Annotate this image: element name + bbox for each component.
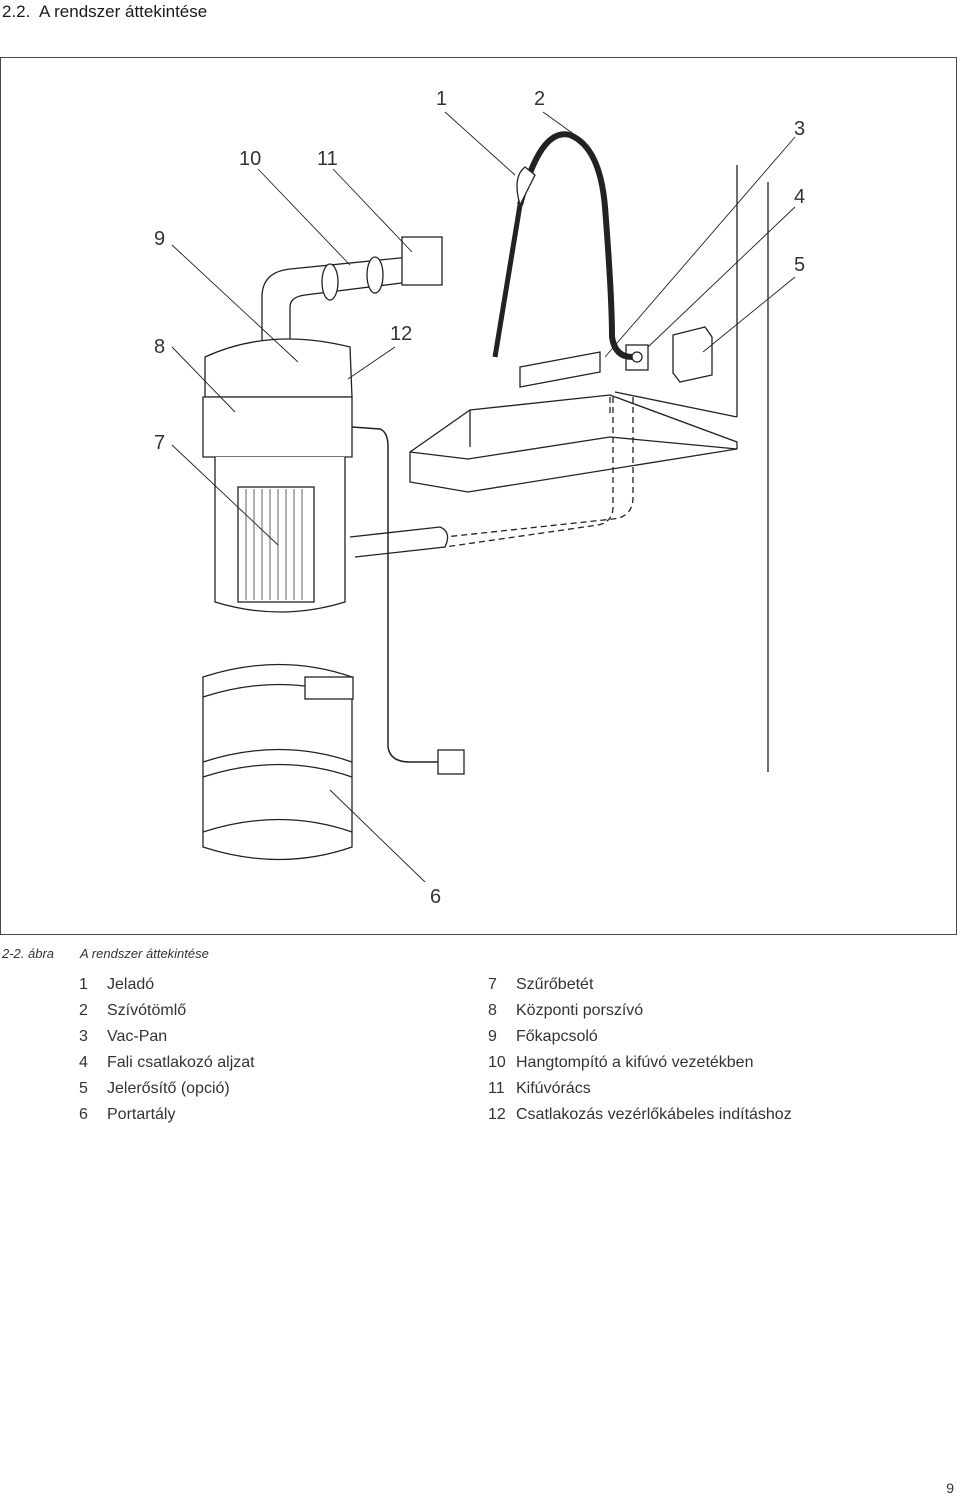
callout-3: 3 — [794, 118, 805, 140]
inlet-pipe — [349, 526, 449, 558]
callout-6: 6 — [430, 886, 441, 908]
section-heading: 2.2. A rendszer áttekintése — [2, 2, 207, 22]
central-vacuum-body — [202, 396, 353, 458]
callout-5: 5 — [794, 254, 805, 276]
signal-amplifier — [672, 326, 713, 383]
figure-caption: 2-2. ábra A rendszer áttekintése — [2, 946, 209, 961]
callout-7: 7 — [154, 432, 165, 454]
filter-cartridge — [237, 486, 315, 603]
handle-transmitter — [516, 166, 536, 207]
hidden-pipe — [444, 397, 634, 548]
callout-2: 2 — [534, 88, 545, 110]
exhaust-grille — [401, 236, 443, 286]
caption-number: 2-2. ábra — [2, 946, 55, 961]
figure-frame — [0, 57, 957, 935]
dust-container — [202, 663, 353, 861]
ceiling-beam — [409, 394, 738, 493]
control-cable — [351, 426, 445, 763]
section-number: 2.2. — [2, 2, 31, 21]
system-overview-figure: 1 2 3 4 5 6 7 8 9 10 11 12 — [154, 88, 805, 908]
callout-1: 1 — [436, 88, 447, 110]
callout-4: 4 — [794, 186, 805, 208]
power-outlet — [437, 749, 465, 775]
vac-pan — [519, 351, 601, 388]
suction-hose — [517, 131, 633, 360]
callout-10: 10 — [239, 148, 261, 170]
central-vacuum-top — [204, 338, 353, 398]
callout-9: 9 — [154, 228, 165, 250]
exhaust-pipe — [261, 256, 411, 347]
page-number: 9 — [946, 1480, 954, 1496]
silencer — [321, 263, 339, 301]
section-title: A rendszer áttekintése — [39, 2, 208, 21]
callout-12: 12 — [390, 323, 412, 345]
callout-11: 11 — [317, 148, 338, 170]
caption-text: A rendszer áttekintése — [80, 946, 209, 961]
callout-8: 8 — [154, 336, 165, 358]
